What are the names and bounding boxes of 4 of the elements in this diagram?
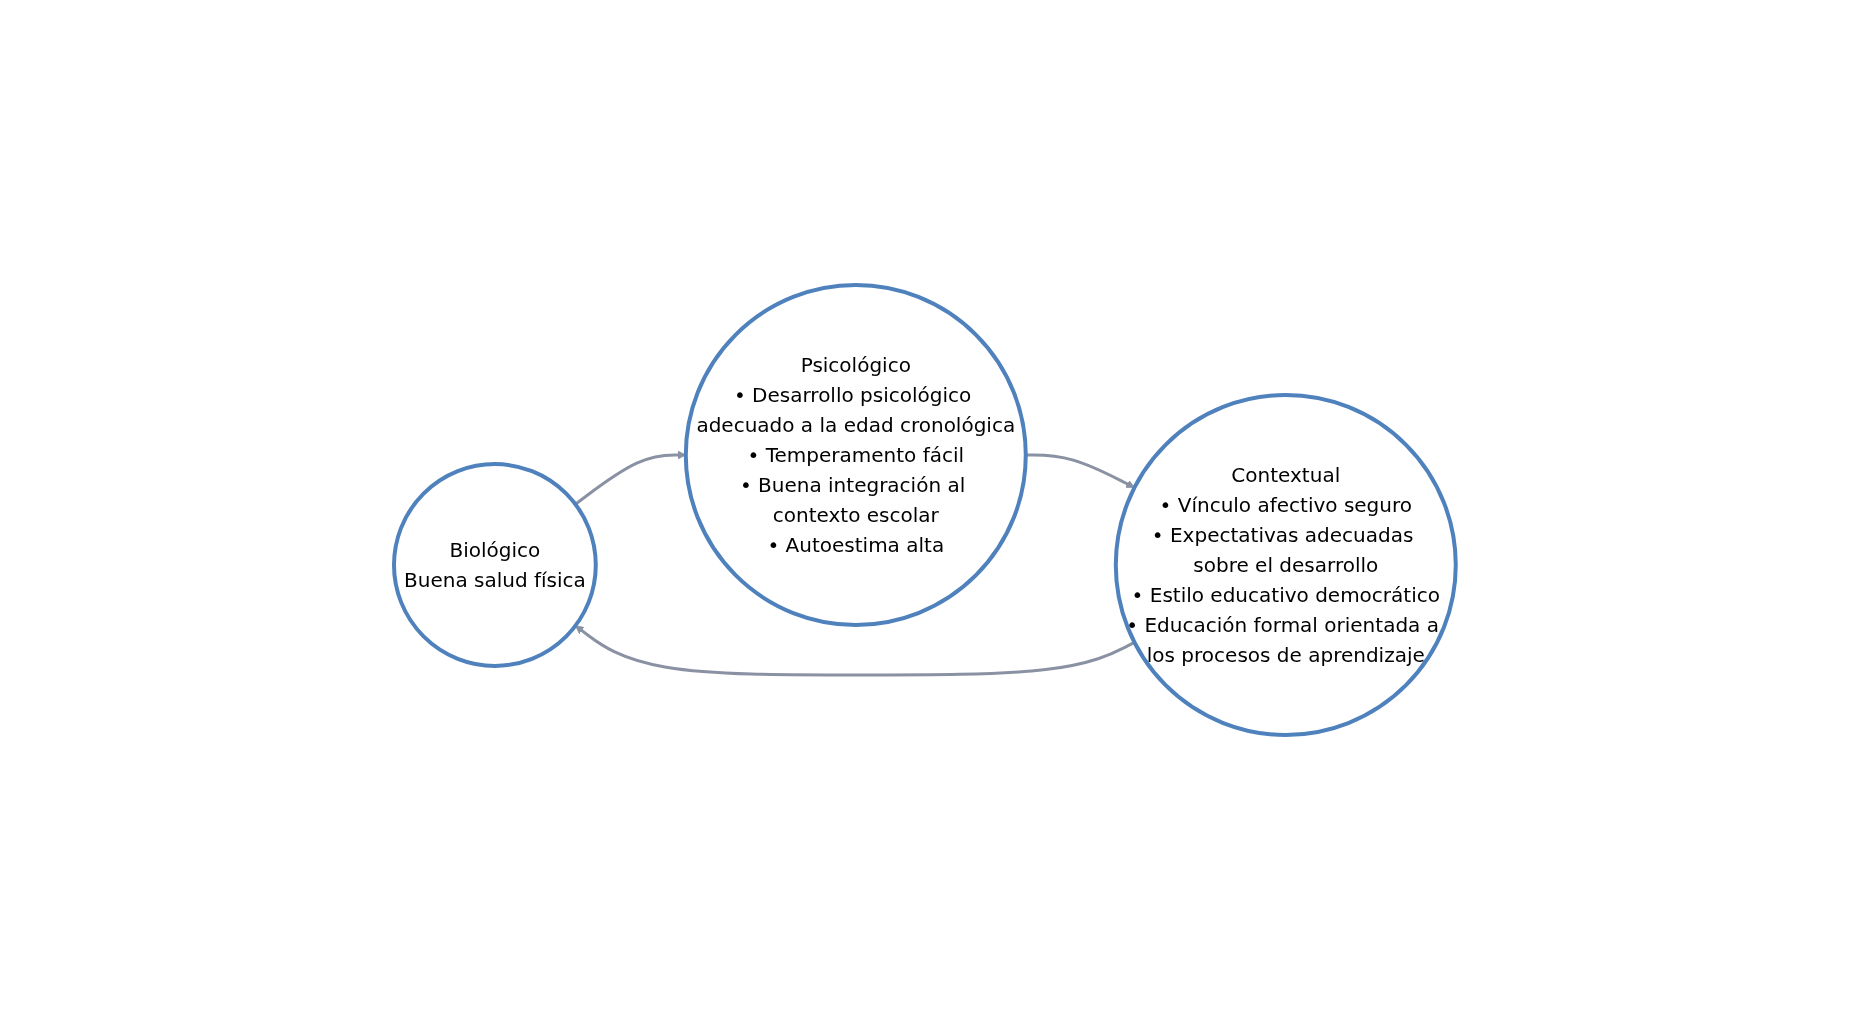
node-circle: Contextual • Vínculo afectivo seguro • Expectativas adecuadas sobre el desarrollo • Estilo educativo democrático • Educación formal orientada a los procesos de aprendizaje: [1113, 393, 1458, 737]
node-circle: Biológico Buena salud física: [392, 462, 598, 668]
node-circle: Psicológico • Desarrollo psicológico adecuado a la edad cronológica • Temperamento fácil • Buena integración al contexto escolar • Autoestima alta: [683, 283, 1028, 627]
arrow: [575, 625, 1136, 677]
